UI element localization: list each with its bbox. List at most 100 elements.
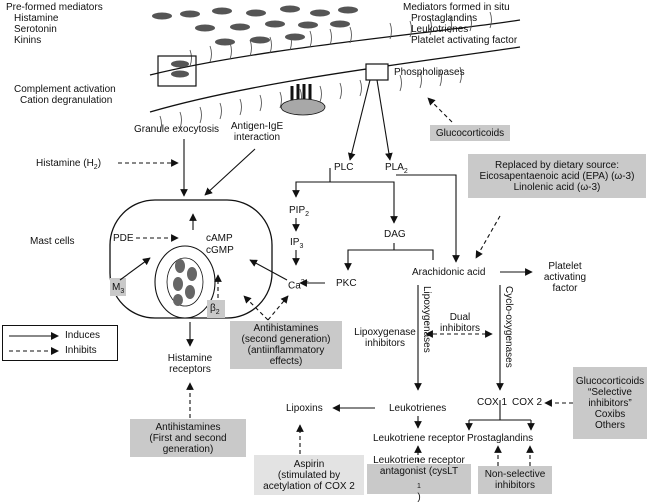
dietary-line2: Eicosapentaenoic acid (EPA) (ω-3) [479, 170, 635, 182]
m3-main: M [112, 282, 121, 293]
m3-label: M3 [112, 282, 124, 297]
histamine-receptors-line2: receptors [169, 364, 211, 375]
antihistamines-second-line4: effects) [269, 356, 303, 367]
nonselective-inhibitors-box: Non-selective inhibitors [478, 466, 552, 494]
aspirin-line1: Aspirin [293, 458, 325, 470]
pkc-label: PKC [336, 278, 357, 289]
arachidonic-acid-label: Arachidonic acid [412, 267, 486, 278]
antihistamines-second-line2: (second generation) [241, 334, 331, 345]
dual-inhibitors-label: Dual inhibitors [440, 312, 480, 334]
cgmp-label: cGMP [206, 245, 234, 256]
cation-degranulation-label: Cation degranulation [20, 95, 113, 106]
glucocorticoids-top-box: Glucocorticoids [430, 125, 510, 141]
insitu-item-paf: Platelet activating factor [411, 35, 518, 46]
calcium-label: Ca2+ [288, 277, 309, 291]
lt-antagonist-sub: 1 [417, 483, 421, 490]
antigen-ige-label: Antigen-IgE interaction [226, 121, 288, 143]
nonselective-line1: Non-selective [484, 469, 546, 480]
histamine-h2-main: Histamine (H [36, 158, 94, 169]
prostaglandins-label: Prostaglandins [467, 433, 534, 444]
legend-dashed-arrow-icon [9, 347, 59, 355]
aspirin-line3: acetylation of COX 2 [263, 480, 355, 492]
ige-receptor [280, 84, 326, 116]
glucocorticoids-top-label: Glucocorticoids [435, 127, 505, 139]
glucocorticoids-box-line2: “Selective [588, 386, 632, 398]
lipoxygenase-inhibitors-line1: Lipoxygenase [354, 327, 416, 338]
antigen-ige-line2: interaction [233, 132, 281, 143]
glucocorticoids-selective-box: Glucocorticoids “Selective inhibitors” C… [573, 367, 647, 439]
lipoxins-label: Lipoxins [286, 403, 323, 414]
histamine-h2-label: Histamine (H2) [36, 158, 101, 173]
lt-antagonist-line2-main: antagonist (cysLT [379, 466, 459, 477]
lt-antagonist-line1: Leukotriene receptor [373, 455, 465, 466]
dietary-source-box: Replaced by dietary source: Eicosapentae… [468, 154, 646, 198]
aspirin-box: Aspirin (stimulated by acetylation of CO… [254, 455, 364, 495]
dietary-line1: Replaced by dietary source: [495, 159, 619, 171]
granules [152, 5, 358, 78]
cyclooxygenases-label: Cyclo-oxygenases [503, 286, 514, 368]
dietary-line3: Linolenic acid (ω-3) [513, 181, 601, 193]
legend-solid-arrow-icon [9, 332, 59, 340]
paf-line3: factor [552, 283, 578, 294]
paf-label: Platelet activating factor [536, 261, 594, 294]
preformed-item-kinins: Kinins [14, 35, 42, 46]
antihistamines-second-box: Antihistamines (second generation) (anti… [230, 321, 342, 369]
mast-cells-label: Mast cells [30, 236, 75, 247]
preformed-item-serotonin: Serotonin [14, 24, 57, 35]
pde-label: PDE [113, 233, 134, 244]
glucocorticoids-box-line3: inhibitors” [588, 397, 632, 409]
insitu-item-prostaglandins: Prostaglandins [411, 13, 478, 24]
cox2-label: COX 2 [512, 397, 543, 408]
lipoxygenases-label: Lipoxygenases [421, 286, 432, 353]
pip2-sub: 2 [305, 211, 310, 218]
preformed-heading: Pre-formed mediators [6, 2, 103, 13]
glucocorticoids-box-line5: Others [594, 419, 625, 431]
aspirin-line2: (stimulated by [277, 469, 341, 481]
glucocorticoids-box-line4: Coxibs [594, 408, 626, 420]
legend-induces-label: Induces [65, 330, 101, 341]
antihistamines-second-line1: Antihistamines [253, 323, 319, 334]
antihistamines-first-box: Antihistamines (First and second generat… [130, 419, 246, 457]
histamine-h2-tail: ) [97, 158, 102, 169]
beta2-sub: 2 [215, 309, 220, 316]
antigen-ige-line1: Antigen-IgE [230, 121, 284, 132]
legend-induces: Induces [7, 329, 117, 343]
cell-membrane [149, 11, 521, 133]
antihistamines-first-line2: (First and second [149, 432, 227, 444]
pip2-main: PIP [289, 205, 306, 216]
pla2-sub: 2 [403, 168, 408, 175]
dual-inhibitors-line2: inhibitors [440, 323, 481, 334]
nonselective-line2: inhibitors [494, 480, 536, 491]
lipoxygenase-inhibitors-line2: inhibitors [364, 338, 406, 349]
preformed-item-histamine: Histamine [14, 13, 59, 24]
beta2-main: β [210, 303, 216, 314]
ip3-label: IP3 [290, 237, 303, 252]
plc-label: PLC [334, 162, 354, 173]
leukotriene-receptor-label: Leukotriene receptor [373, 433, 465, 444]
pla2-main: PLA [385, 162, 404, 173]
camp-label: cAMP [206, 233, 233, 244]
ip3-sub: 3 [299, 243, 304, 250]
histamine-h2-sub: 2 [93, 164, 98, 171]
calcium-main: Ca [288, 280, 301, 292]
mast-cell [109, 199, 273, 319]
ip3-main: IP [290, 237, 300, 248]
insitu-item-leukotrienes: Leukotrienes [411, 24, 469, 35]
antihistamines-second-line3: (antiinflammatory [247, 345, 325, 356]
lipoxygenase-inhibitors-label: Lipoxygenase inhibitors [350, 327, 420, 349]
dual-inhibitors-line1: Dual [449, 312, 471, 323]
antihistamines-first-line1: Antihistamines [155, 421, 221, 433]
legend: Induces Inhibits [2, 325, 118, 361]
paf-line1: Platelet [548, 261, 582, 272]
legend-inhibits: Inhibits [7, 344, 117, 358]
antihistamines-first-line3: generation) [162, 443, 214, 455]
insitu-heading: Mediators formed in situ [403, 2, 510, 13]
dag-label: DAG [384, 229, 406, 240]
complement-activation-label: Complement activation [14, 84, 116, 95]
glucocorticoids-box-line1: Glucocorticoids [575, 375, 645, 387]
histamine-receptors-label: Histamine receptors [160, 353, 220, 375]
phospholipases-label: Phospholipases [394, 67, 465, 78]
granule-detail-box [157, 55, 197, 87]
